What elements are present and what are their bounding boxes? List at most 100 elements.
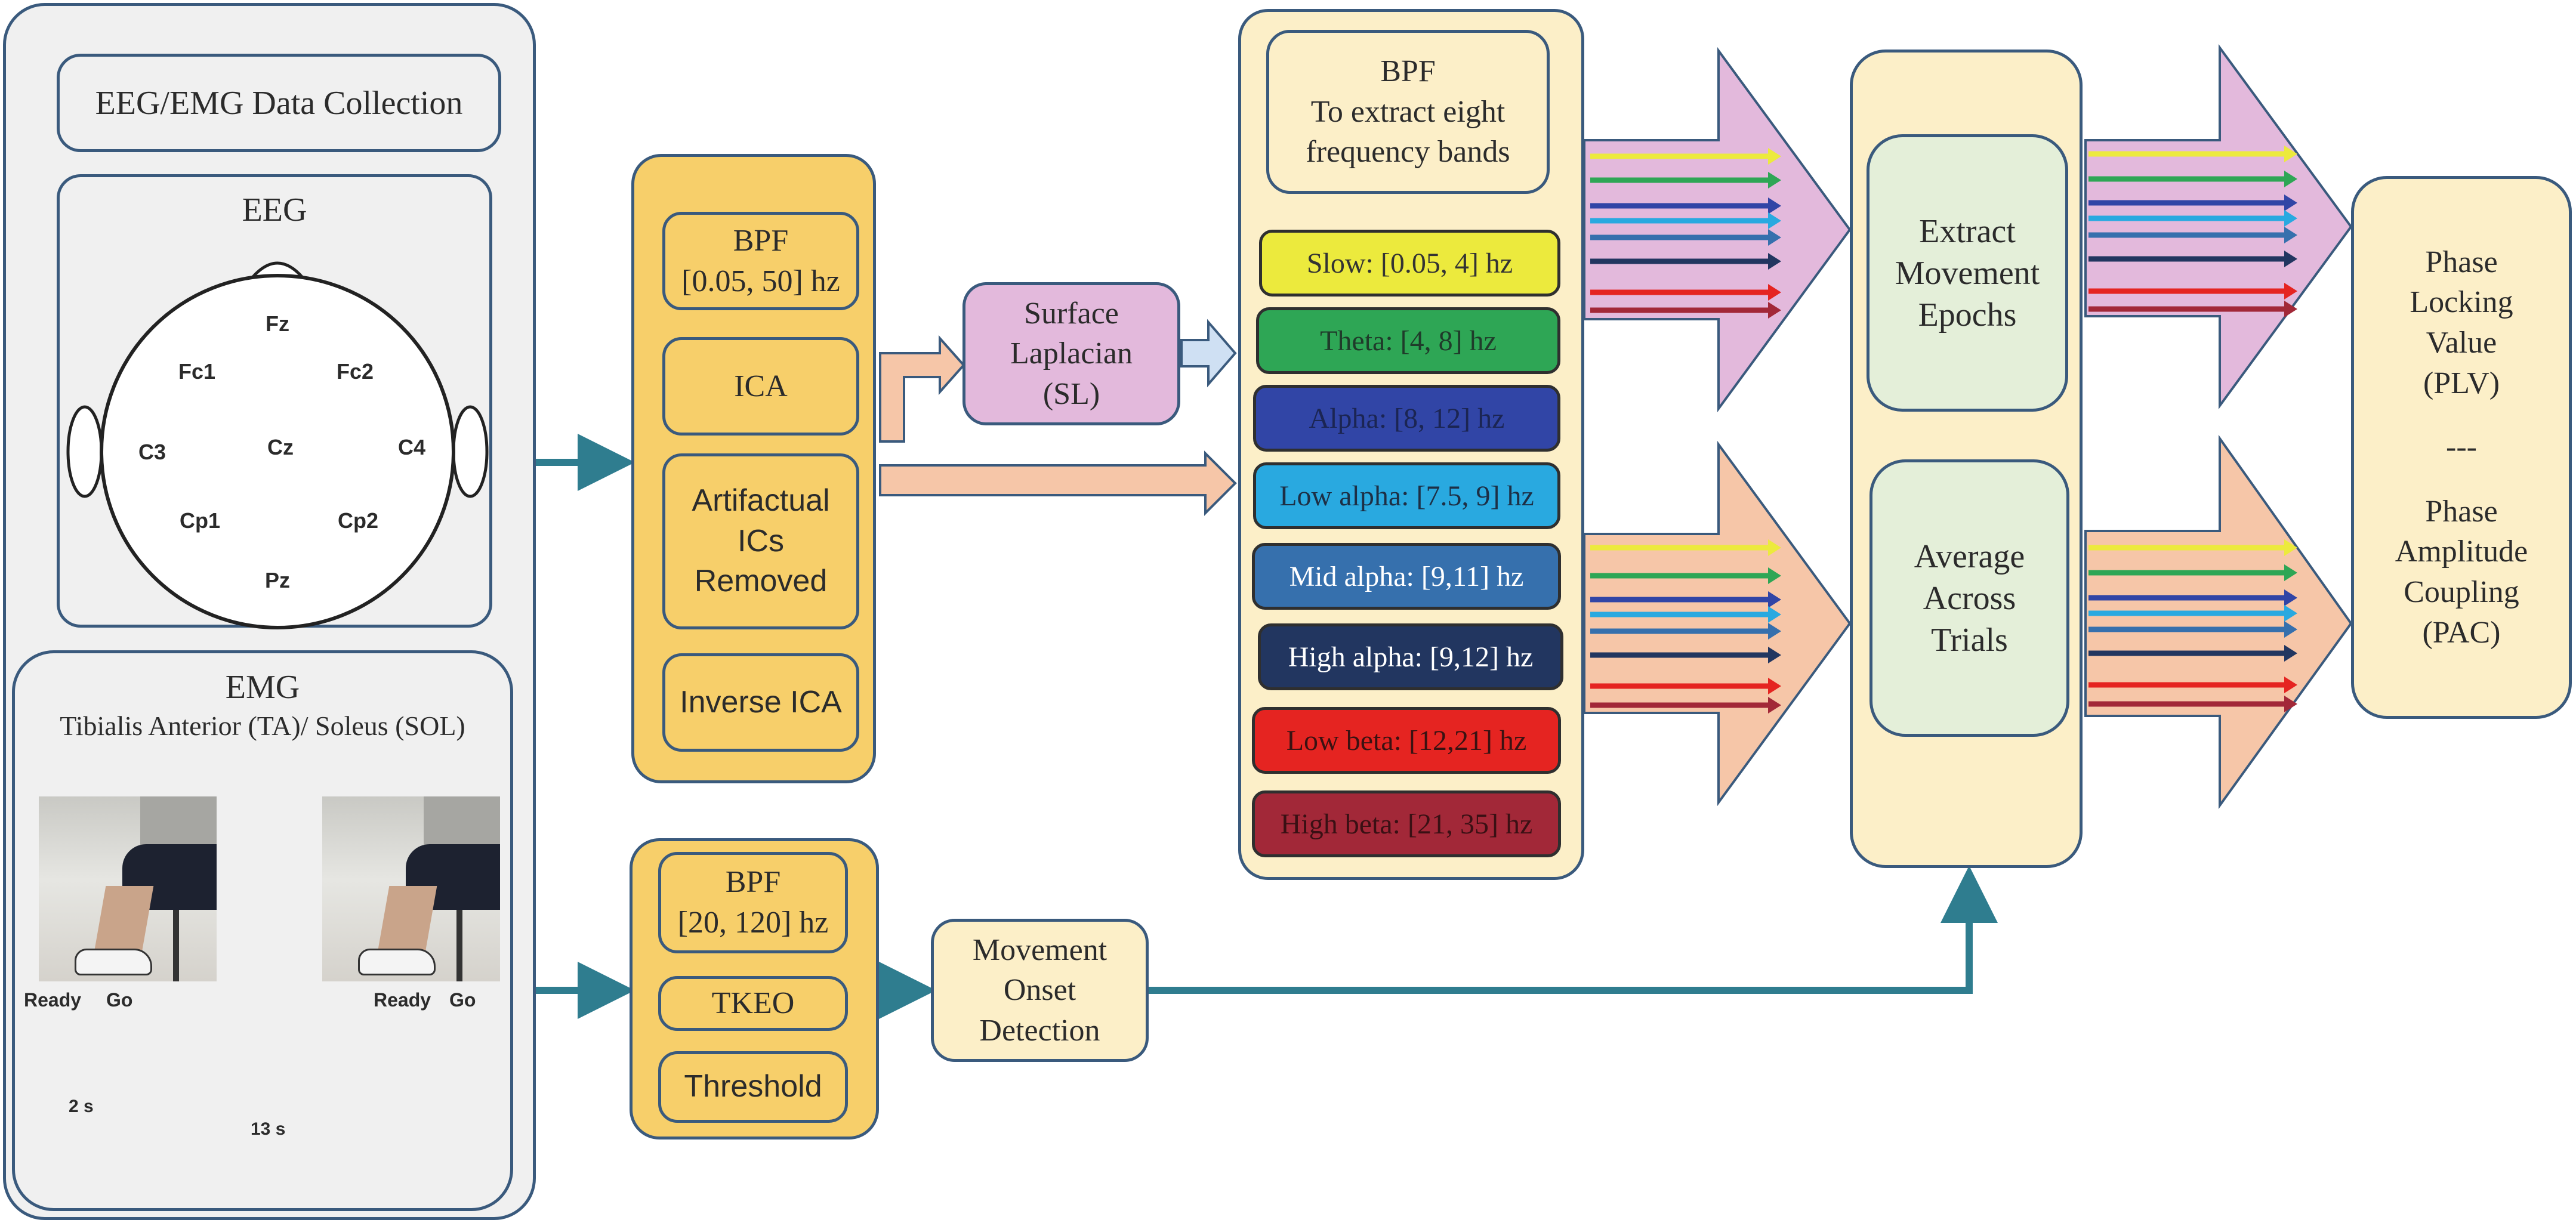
onset-to-epochs-arrow [1146, 866, 1998, 994]
movement-onset-text: Movement Onset Detection [972, 932, 1107, 1048]
surface-laplacian-box: Surface Laplacian (SL) [962, 282, 1180, 425]
band-label: High beta: [21, 35] hz [1280, 808, 1533, 840]
band-line-head [1768, 678, 1781, 694]
electrode-fc1: Fc1 [178, 359, 216, 384]
band-line-head [2284, 564, 2297, 581]
band-line-head [1768, 302, 1781, 319]
pac-text: Phase Amplitude Coupling (PAC) [2395, 494, 2528, 650]
pipeline-to-bands-arrow [879, 450, 1237, 516]
band-line-head [2284, 696, 2297, 712]
band-line-head [2284, 227, 2297, 243]
band-1: Theta: [4, 8] hz [1256, 307, 1560, 374]
pipeline-to-sl-arrow [879, 335, 965, 443]
band-signal-lines [1590, 146, 2297, 714]
average-trials-text: Average Across Trials [1914, 538, 2025, 659]
left-ear-icon [66, 405, 103, 498]
movement-onset-box: Movement Onset Detection [931, 919, 1149, 1062]
ready-label-1: Ready [24, 989, 82, 1011]
electrode-pz: Pz [264, 568, 290, 592]
eeg-bpf-step-text: BPF [0.05, 50] hz [681, 223, 840, 298]
eeg-box: EEG Fz Fc1 Fc2 C3 Cz C4 Cp1 Cp2 Pz [57, 174, 492, 629]
bands-bpf-title: BPF To extract eight frequency bands [1306, 54, 1510, 169]
band-line-head [2284, 171, 2297, 187]
band-line-head [1768, 148, 1781, 165]
ica-step-text: ICA [734, 369, 788, 403]
band-label: Low beta: [12,21] hz [1286, 724, 1527, 756]
band-line-head [2284, 146, 2297, 162]
average-trials-box: Average Across Trials [1869, 459, 2069, 737]
band-line-head [1768, 623, 1781, 640]
gap-long-label: 13 s [246, 1119, 291, 1139]
band-line-head [2284, 605, 2297, 622]
band-line-head [2284, 539, 2297, 556]
go-label-2: Go [449, 989, 476, 1011]
participant-photo-1 [39, 796, 217, 981]
band-line-head [2284, 677, 2297, 693]
band-0: Slow: [0.05, 4] hz [1259, 230, 1560, 297]
tkeo-step: TKEO [658, 976, 848, 1031]
band-label: Alpha: [8, 12] hz [1309, 402, 1505, 434]
peach-block-arrow-1 [1583, 440, 1852, 807]
band-line-head [1768, 197, 1781, 214]
pink-block-arrow-1 [1583, 47, 1852, 413]
band-line-head [1768, 229, 1781, 246]
surface-laplacian-text: Surface Laplacian (SL) [1010, 296, 1133, 411]
band-line-head [1768, 284, 1781, 301]
band-label: Low alpha: [7.5, 9] hz [1279, 480, 1534, 512]
data-collection-title-box: EEG/EMG Data Collection [57, 54, 501, 152]
extract-epochs-box: Extract Movement Epochs [1867, 134, 2068, 412]
artifact-removal-step: Artifactual ICs Removed [662, 453, 859, 629]
output-separator: --- [2446, 430, 2477, 465]
electrode-fc2: Fc2 [336, 359, 374, 384]
band-line-head [1768, 539, 1781, 556]
electrode-fz: Fz [266, 311, 289, 336]
band-4: Mid alpha: [9,11] hz [1252, 543, 1561, 610]
band-line-head [1768, 212, 1781, 229]
band-7: High beta: [21, 35] hz [1252, 790, 1561, 857]
band-5: High alpha: [9,12] hz [1258, 623, 1563, 690]
emg-bpf-step: BPF [20, 120] hz [658, 852, 848, 953]
electrode-c3: C3 [138, 440, 166, 464]
emg-title: EMG [225, 669, 300, 706]
band-line-head [1768, 697, 1781, 714]
electrode-cz: Cz [267, 435, 294, 459]
electrode-cp1: Cp1 [179, 508, 220, 533]
band-line-head [1768, 606, 1781, 623]
band-6: Low beta: [12,21] hz [1252, 707, 1561, 774]
data-collection-title: EEG/EMG Data Collection [95, 84, 463, 122]
band-line-head [1768, 253, 1781, 270]
electrode-cp2: Cp2 [337, 508, 378, 533]
plv-text: Phase Locking Value (PLV) [2410, 245, 2513, 400]
band-label: Slow: [0.05, 4] hz [1306, 247, 1513, 279]
right-ear-icon [452, 405, 489, 498]
threshold-step: Threshold [658, 1051, 848, 1123]
participant-photo-2 [322, 796, 500, 981]
band-line-head [1768, 567, 1781, 584]
band-line-head [1768, 591, 1781, 608]
extract-epochs-text: Extract Movement Epochs [1895, 212, 2040, 333]
band-line-head [2284, 283, 2297, 299]
band-label: Mid alpha: [9,11] hz [1289, 560, 1524, 592]
band-line-head [2284, 645, 2297, 662]
threshold-step-text: Threshold [684, 1069, 822, 1104]
band-label: Theta: [4, 8] hz [1320, 325, 1497, 357]
pink-block-arrow-2 [2084, 44, 2353, 410]
scalp-outline [100, 274, 455, 629]
band-line-head [2284, 251, 2297, 267]
ready-label-2: Ready [374, 989, 431, 1011]
tkeo-step-text: TKEO [711, 986, 795, 1021]
electrode-c4: C4 [397, 435, 426, 459]
peach-block-arrow-2 [2084, 434, 2353, 810]
band-line-head [1768, 172, 1781, 189]
ica-step: ICA [662, 337, 859, 436]
go-label-1: Go [106, 989, 133, 1011]
emg-bpf-step-text: BPF [20, 120] hz [677, 865, 829, 940]
band-line-head [2284, 194, 2297, 211]
eeg-bpf-step: BPF [0.05, 50] hz [662, 212, 859, 310]
inverse-ica-step-text: Inverse ICA [680, 684, 842, 719]
inverse-ica-step: Inverse ICA [662, 653, 859, 752]
band-line-head [2284, 301, 2297, 317]
band-line-head [2284, 210, 2297, 227]
artifact-removal-step-text: Artifactual ICs Removed [692, 483, 830, 599]
